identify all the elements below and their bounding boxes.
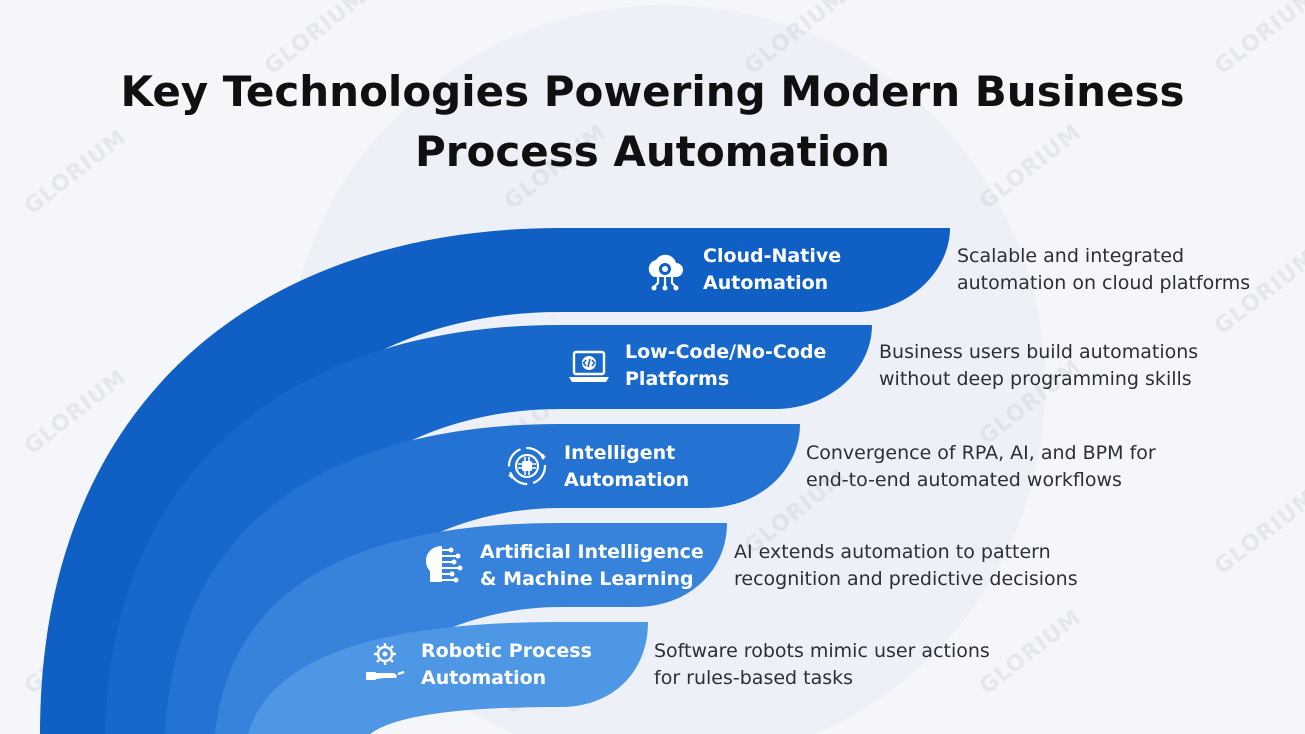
description-line: recognition and predictive decisions [734,568,1078,590]
layer-description-ai-ml: AI extends automation to pattern recogni… [734,539,1078,593]
layer-description-intelligent-automation: Convergence of RPA, AI, and BPM for end-… [806,440,1156,494]
layer-label-line: Automation [421,667,547,689]
layer-label-line: Cloud-Native [703,245,842,267]
layer-label-line: Artificial Intelligence [480,541,704,563]
arc-layer-cloud-native [40,228,950,734]
description-line: Business users build automations [879,341,1199,363]
layer-description-rpa: Software robots mimic user actions for r… [654,638,990,692]
layer-label-line: Automation [703,272,829,294]
layer-label-intelligent-automation: Intelligent Automation [564,440,689,494]
layer-label-line: Intelligent [564,442,676,464]
description-line: without deep programming skills [879,368,1192,390]
layer-label-low-code: Low-Code/No-Code Platforms [625,339,826,393]
layer-label-line: Automation [564,469,690,491]
cloud-gear-icon [648,254,683,291]
layer-description-cloud-native: Scalable and integrated automation on cl… [957,243,1250,297]
page-title: Key Technologies Powering Modern Busines… [0,62,1305,182]
description-line: for rules-based tasks [654,667,854,689]
layer-label-cloud-native: Cloud-Native Automation [703,243,841,297]
description-line: AI extends automation to pattern [734,541,1051,563]
description-line: end-to-end automated workflows [806,469,1122,491]
layer-label-line: Robotic Process [421,640,592,662]
ai-head-icon [426,546,463,583]
arc-layer-intelligent-automation [165,424,800,734]
description-line: Scalable and integrated [957,245,1185,267]
layer-description-low-code: Business users build automations without… [879,339,1198,393]
page-title-line-2: Process Automation [414,127,891,176]
laptop-code-icon [569,350,609,382]
description-line: Convergence of RPA, AI, and BPM for [806,442,1156,464]
layer-label-rpa: Robotic Process Automation [421,638,592,692]
layer-label-line: & Machine Learning [480,568,694,590]
layer-label-ai-ml: Artificial Intelligence & Machine Learni… [480,539,704,593]
description-line: Software robots mimic user actions [654,640,990,662]
description-line: automation on cloud platforms [957,272,1251,294]
robot-gear-icon [366,643,405,680]
arc-layer-rpa [248,622,648,734]
layer-label-line: Low-Code/No-Code [625,341,827,363]
arc-layer-low-code [105,325,872,734]
cycle-chip-icon [507,446,547,486]
page-title-line-1: Key Technologies Powering Modern Busines… [120,67,1185,116]
layer-label-line: Platforms [625,368,730,390]
